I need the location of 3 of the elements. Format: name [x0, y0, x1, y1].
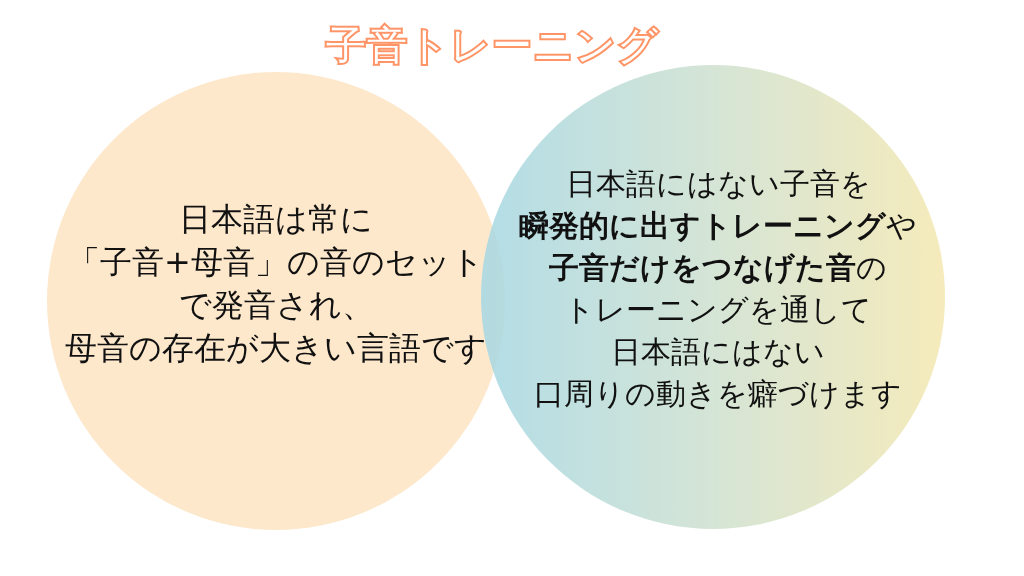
title: 子音トレーニング: [325, 22, 659, 68]
description-text: 日本語は常に「子音+母音」の音のセットで発音され、母音の存在が大きい言語です: [65, 199, 487, 369]
description-text: 日本語にはない子音を瞬発的に出すトレーニングや子音だけをつなげた音のトレーニングを通して日本語にはない口周りの動きを癖づけます: [519, 165, 917, 413]
